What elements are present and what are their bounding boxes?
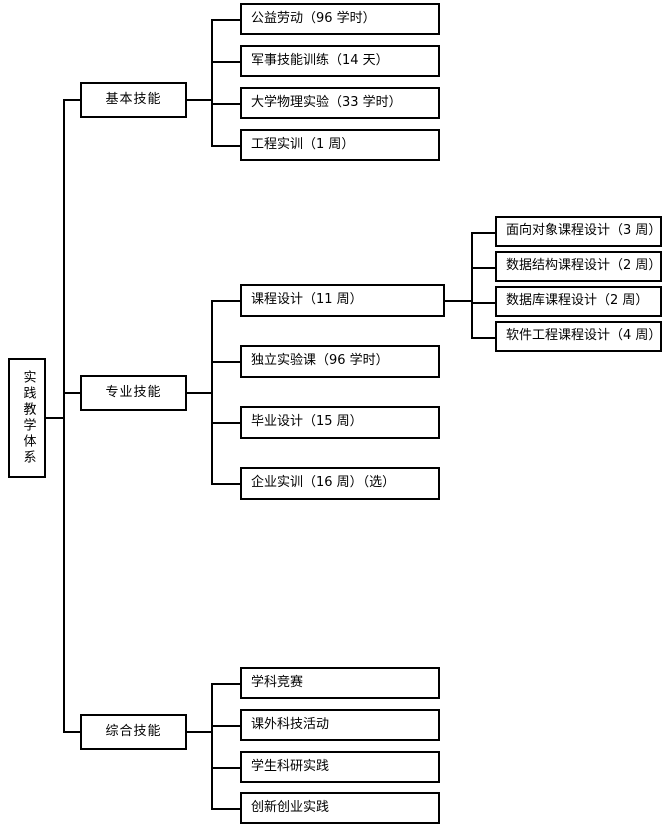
connector-root-spine [63,99,65,733]
connector-branch3-to-child-1 [211,683,241,685]
leaf-node-independent-lab-course[interactable]: 独立实验课（96 学时） [240,345,440,378]
leaf-node-extracurricular-sci-tech-activities[interactable]: 课外科技活动 [240,709,440,741]
leaf-node-data-structure-course-design[interactable]: 数据结构课程设计（2 周） [495,251,662,282]
branch-node-basic-skills[interactable]: 基本技能 [80,82,187,118]
leaf-node-military-skills-training[interactable]: 军事技能训练（14 天） [240,45,440,77]
connector-branch1-to-child-4 [211,145,241,147]
connector-branch1-to-child-2 [211,61,241,63]
connector-root-to-branch-3 [63,731,82,733]
leaf-node-graduation-design[interactable]: 毕业设计（15 周） [240,406,440,439]
connector-course-design-to-child-4 [471,337,497,339]
connector-course-design-stub [445,300,473,302]
leaf-node-public-service-labor[interactable]: 公益劳动（96 学时） [240,3,440,35]
connector-course-design-to-child-1 [471,232,497,234]
leaf-node-discipline-competition[interactable]: 学科竞赛 [240,667,440,699]
connector-branch3-stub [187,731,212,733]
connector-branch1-to-child-3 [211,103,241,105]
connector-branch3-to-child-2 [211,725,241,727]
connector-branch3-to-child-3 [211,767,241,769]
leaf-node-innovation-entrepreneurship-practice[interactable]: 创新创业实践 [240,792,440,824]
connector-root-to-branch-2 [63,392,82,394]
leaf-node-engineering-practice-training[interactable]: 工程实训（1 周） [240,129,440,161]
leaf-node-university-physics-experiment[interactable]: 大学物理实验（33 学时） [240,87,440,119]
connector-branch2-to-child-1 [211,300,241,302]
connector-branch1-stub [187,99,212,101]
connector-branch3-spine [211,683,213,809]
leaf-node-student-research-practice[interactable]: 学生科研实践 [240,751,440,783]
connector-branch2-to-child-3 [211,422,241,424]
connector-branch1-spine [211,19,213,146]
connector-root-stub [46,417,64,419]
branch-node-professional-skills[interactable]: 专业技能 [80,375,187,411]
root-node-practice-teaching-system[interactable]: 实践教学体系 [8,358,46,478]
leaf-node-enterprise-training[interactable]: 企业实训（16 周）（选） [240,467,440,500]
connector-course-design-to-child-2 [471,267,497,269]
leaf-node-oop-course-design[interactable]: 面向对象课程设计（3 周） [495,216,662,247]
connector-branch2-to-child-4 [211,483,241,485]
branch-node-comprehensive-skills[interactable]: 综合技能 [80,714,187,750]
connector-course-design-to-child-3 [471,302,497,304]
connector-branch2-stub [187,392,212,394]
connector-branch3-to-child-4 [211,808,241,810]
connector-branch2-spine [211,300,213,485]
connector-root-to-branch-1 [63,99,82,101]
connector-course-design-spine [471,232,473,338]
connector-branch1-to-child-1 [211,19,241,21]
leaf-node-course-design[interactable]: 课程设计（11 周） [240,284,445,317]
leaf-node-software-engineering-course-design[interactable]: 软件工程课程设计（4 周） [495,321,662,352]
connector-branch2-to-child-2 [211,361,241,363]
leaf-node-database-course-design[interactable]: 数据库课程设计（2 周） [495,286,662,317]
